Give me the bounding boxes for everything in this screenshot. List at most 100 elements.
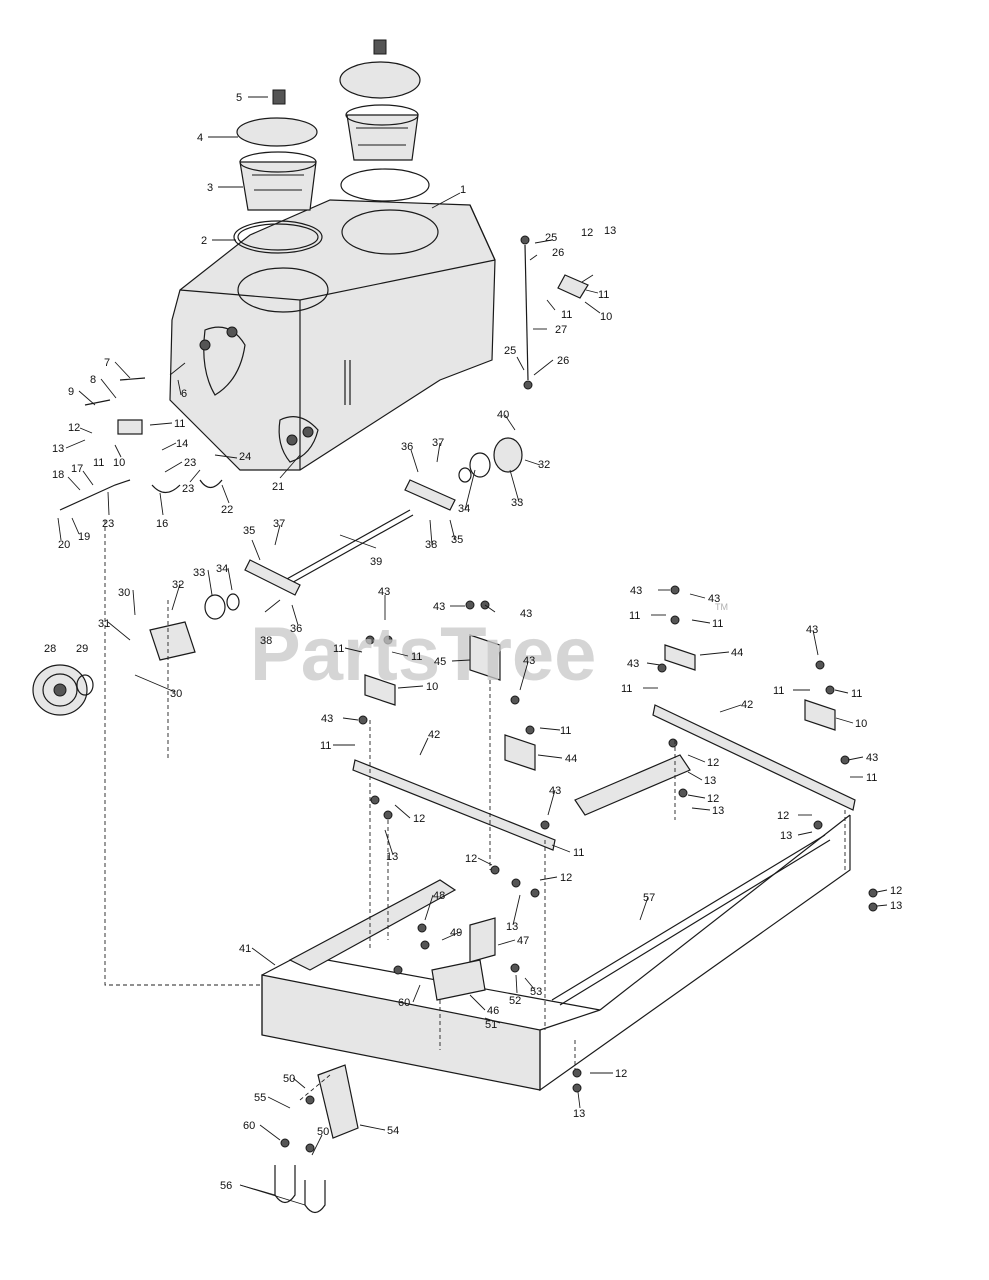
throttle-rod <box>520 235 589 390</box>
callout-12-top: 12 <box>581 227 593 239</box>
callout-30-top: 30 <box>118 587 130 599</box>
callout-44-b: 44 <box>731 647 743 659</box>
callout-23-b: 23 <box>182 483 194 495</box>
callout-50-b: 50 <box>317 1126 329 1138</box>
callout-26-top: 26 <box>552 247 564 259</box>
callout-27: 27 <box>555 324 567 336</box>
callout-39: 39 <box>370 556 382 568</box>
frame-assembly <box>261 634 856 1214</box>
callout-43-g: 43 <box>630 585 642 597</box>
callout-43-a: 43 <box>378 586 390 598</box>
callout-10-l: 10 <box>113 457 125 469</box>
callout-6: 6 <box>181 388 187 400</box>
callout-5: 5 <box>236 92 242 104</box>
callout-41: 41 <box>239 943 251 955</box>
callout-11-b: 11 <box>411 651 422 663</box>
callout-8: 8 <box>90 374 96 386</box>
callout-13-e: 13 <box>780 830 792 842</box>
callout-12-g: 12 <box>890 885 902 897</box>
callout-13-a: 13 <box>386 851 398 863</box>
callout-18: 18 <box>52 469 64 481</box>
callout-37-r: 37 <box>432 437 444 449</box>
callout-42-b: 42 <box>741 699 753 711</box>
callout-11-k: 11 <box>866 772 877 784</box>
callout-36-l: 36 <box>290 623 302 635</box>
callout-11-r2: 11 <box>561 309 572 321</box>
callout-17: 17 <box>71 463 83 475</box>
callout-37-l: 37 <box>273 518 285 530</box>
callout-51: 51 <box>485 1019 497 1031</box>
callout-22: 22 <box>221 504 233 516</box>
callout-32-r: 32 <box>538 459 550 471</box>
callout-12-f: 12 <box>777 810 789 822</box>
callout-14: 14 <box>176 438 188 450</box>
callout-11-i: 11 <box>773 685 784 697</box>
air-cleaner-left <box>233 89 323 254</box>
callout-13-c: 13 <box>704 775 716 787</box>
callout-11-c: 11 <box>560 725 571 737</box>
callout-34-r: 34 <box>458 503 470 515</box>
callout-13-l: 13 <box>52 443 64 455</box>
callout-60-a: 60 <box>398 997 410 1009</box>
callout-43-c: 43 <box>520 608 532 620</box>
callout-43-e: 43 <box>321 713 333 725</box>
callout-13-b: 13 <box>506 921 518 933</box>
engine-assembly <box>169 199 496 471</box>
callout-52: 52 <box>509 995 521 1007</box>
callout-4: 4 <box>197 132 203 144</box>
callout-24: 24 <box>239 451 251 463</box>
callout-46: 46 <box>487 1005 499 1017</box>
callout-35-l: 35 <box>243 525 255 537</box>
callout-57: 57 <box>643 892 655 904</box>
callout-9: 9 <box>68 386 74 398</box>
callout-33-r: 33 <box>511 497 523 509</box>
callout-31: 31 <box>98 618 110 630</box>
callout-11-e: 11 <box>573 847 584 859</box>
callout-23-c: 23 <box>102 518 114 530</box>
callout-26-bot: 26 <box>557 355 569 367</box>
callout-34-l: 34 <box>216 563 228 575</box>
callout-54: 54 <box>387 1125 399 1137</box>
callout-13-top: 13 <box>604 225 616 237</box>
callout-1: 1 <box>460 184 466 196</box>
callout-10-b: 10 <box>855 718 867 730</box>
callout-11-r1: 11 <box>598 289 609 301</box>
callout-12-b: 12 <box>465 853 477 865</box>
callout-43-k: 43 <box>866 752 878 764</box>
callout-13-f: 13 <box>890 900 902 912</box>
callout-43-b: 43 <box>433 601 445 613</box>
callout-33-l: 33 <box>193 567 205 579</box>
callout-49: 49 <box>450 927 462 939</box>
callout-21: 21 <box>272 481 284 493</box>
callout-11-g: 11 <box>712 618 723 630</box>
callout-12-d: 12 <box>707 757 719 769</box>
callout-42-a: 42 <box>428 729 440 741</box>
callout-7: 7 <box>104 357 110 369</box>
watermark: PartsTree <box>250 612 596 697</box>
callout-23-a: 23 <box>184 457 196 469</box>
callout-43-i: 43 <box>627 658 639 670</box>
pto-pulley <box>32 593 240 716</box>
callout-11-l2: 11 <box>174 418 185 430</box>
watermark-tm: TM <box>715 602 728 612</box>
callout-12-a: 12 <box>413 813 425 825</box>
callout-11-f: 11 <box>629 610 640 622</box>
callout-2: 2 <box>201 235 207 247</box>
callout-56: 56 <box>220 1180 232 1192</box>
callout-12-c: 12 <box>560 872 572 884</box>
callout-36: 36 <box>401 441 413 453</box>
bearing-right <box>458 437 523 483</box>
callout-43-f: 43 <box>549 785 561 797</box>
callout-11-a: 11 <box>333 643 344 655</box>
callout-30-bot: 30 <box>170 688 182 700</box>
callout-10-r: 10 <box>600 311 612 323</box>
callout-50-a: 50 <box>283 1073 295 1085</box>
callout-25-top: 25 <box>545 232 557 244</box>
callout-20: 20 <box>58 539 70 551</box>
callout-35-r: 35 <box>451 534 463 546</box>
callout-47: 47 <box>517 935 529 947</box>
callout-11-d: 11 <box>320 740 331 752</box>
callout-12-e: 12 <box>707 793 719 805</box>
fuel-fittings <box>59 377 223 511</box>
